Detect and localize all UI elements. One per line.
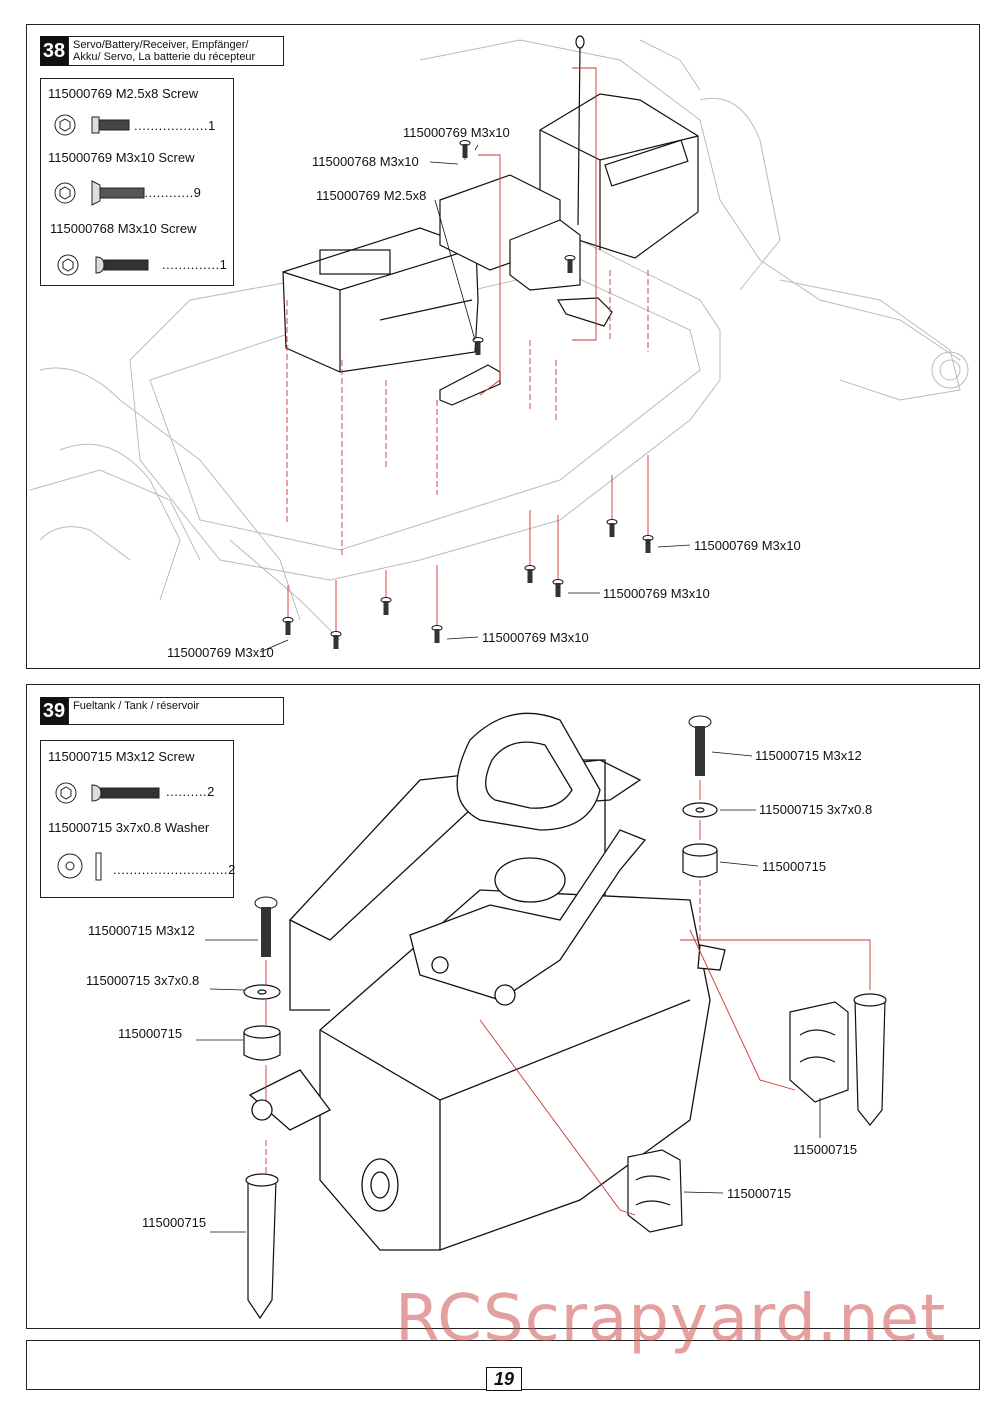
callout-39-l2: 115000715 3x7x0.8 xyxy=(86,973,200,988)
m3x12-screw-icon xyxy=(91,784,160,802)
screw-icon xyxy=(688,715,712,776)
step-38-title-line1: Servo/Battery/Receiver, Empfänger/ xyxy=(73,39,249,51)
callout-39-r1: 115000715 M3x12 xyxy=(755,748,862,763)
washer-icon xyxy=(57,852,102,881)
screw-icon xyxy=(330,631,342,650)
part-m25x8-qty: ..................1 xyxy=(134,118,216,133)
screw-icon xyxy=(524,565,536,584)
hex-head-icon xyxy=(57,254,79,276)
part-washer-qty: ............................2 xyxy=(113,862,236,877)
part-icons-39 xyxy=(55,782,160,881)
callout-38-5: 115000769 M3x10 xyxy=(603,586,710,601)
leader-lines-39 xyxy=(196,751,821,1233)
part-m25x8-label: 115000769 M2.5x8 Screw xyxy=(48,86,199,101)
callout-38-4: 115000769 M3x10 xyxy=(694,538,801,553)
guide-lines-38 xyxy=(286,67,649,632)
callout-39-l1: 115000715 M3x12 xyxy=(88,923,195,938)
step-38-title: Servo/Battery/Receiver, Empfänger/ Akku/… xyxy=(68,36,284,66)
callout-39-r2: 115000715 3x7x0.8 xyxy=(759,802,873,817)
antenna xyxy=(575,35,585,226)
guide-lines-39 xyxy=(265,780,871,1216)
callout-39-r3: 115000715 xyxy=(762,859,827,874)
step-38-title-line2: Akku/ Servo, La batterie du récepteur xyxy=(73,51,256,63)
part-icons-38 xyxy=(54,114,149,276)
fuel-line-clips xyxy=(627,1001,849,1233)
m25x8-screw-icon xyxy=(91,116,130,134)
callout-38-7: 115000769 M3x10 xyxy=(167,645,274,660)
screw-icon xyxy=(606,519,618,538)
hex-head-icon xyxy=(55,782,77,804)
part-m3x12-label: 115000715 M3x12 Screw xyxy=(48,749,195,764)
servo-horns xyxy=(439,297,613,406)
screw-icon xyxy=(642,535,654,554)
callout-39-l3: 115000715 xyxy=(118,1026,183,1041)
screws-39 xyxy=(254,715,712,957)
screw-icon xyxy=(459,140,471,159)
part-m3x12-qty: ..........2 xyxy=(166,784,215,799)
part-m3x10-qty: ...............9 xyxy=(132,185,202,200)
part-m3x10b-qty: ..............1 xyxy=(162,257,228,272)
callout-39-r5: 115000715 xyxy=(727,1186,792,1201)
step-39-number: 39 xyxy=(40,697,68,725)
hex-head-icon xyxy=(54,114,76,136)
hex-head-icon xyxy=(54,182,76,204)
callout-38-6: 115000769 M3x10 xyxy=(482,630,589,645)
callout-39-l4: 115000715 xyxy=(142,1215,207,1230)
page-number: 19 xyxy=(486,1367,522,1391)
step-38-number: 38 xyxy=(40,36,68,66)
screw-icon xyxy=(282,617,294,636)
m3x10-screw-icon xyxy=(91,180,145,206)
screw-icon xyxy=(380,597,392,616)
callout-38-3: 115000769 M2.5x8 xyxy=(316,188,427,203)
callout-38-1: 115000769 M3x10 xyxy=(403,125,510,140)
callout-39-r4: 115000715 xyxy=(793,1142,858,1157)
screw-icon xyxy=(552,579,564,598)
m3x10b-screw-icon xyxy=(95,256,149,274)
grommet-parts xyxy=(243,802,887,1320)
screw-icon xyxy=(431,625,443,644)
chassis-drawing-38 xyxy=(29,39,969,641)
step-38-parts-box xyxy=(40,78,234,286)
screw-icon xyxy=(254,896,278,957)
leader-lines-38 xyxy=(259,144,691,653)
part-washer-label: 115000715 3x7x0.8 Washer xyxy=(48,820,210,835)
callout-38-2: 115000768 M3x10 xyxy=(312,154,419,169)
step-39-parts-box xyxy=(40,740,234,898)
watermark-text: RCScrapyard.net xyxy=(395,1282,947,1356)
step-39-title: Fueltank / Tank / réservoir xyxy=(68,697,284,725)
fuel-tank xyxy=(248,759,726,1251)
part-m3x10b-label: 115000768 M3x10 Screw xyxy=(50,221,197,236)
fuel-tank-cap xyxy=(409,712,647,1006)
part-m3x10-label: 115000769 M3x10 Screw xyxy=(48,150,195,165)
battery-box xyxy=(282,227,479,373)
